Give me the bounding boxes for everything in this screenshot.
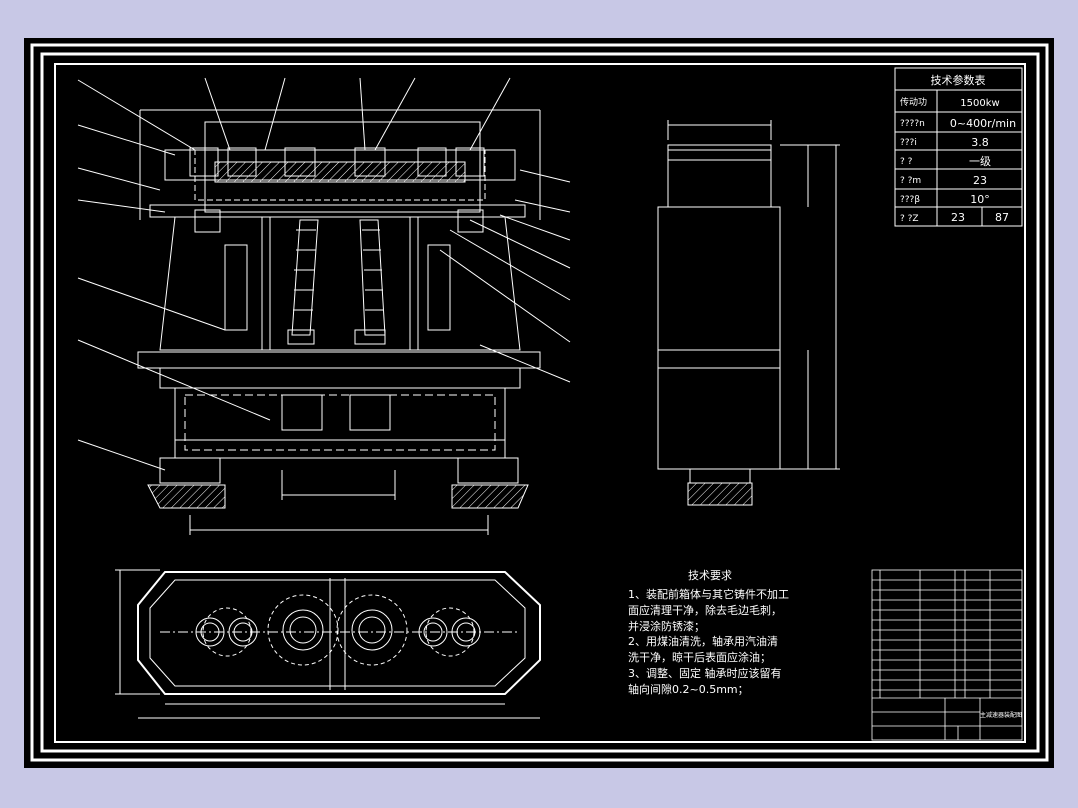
param-label: ? ?Z: [900, 214, 919, 224]
param-value: 23: [951, 211, 965, 224]
inner-frame: [54, 63, 1026, 743]
drawing-name: 主减速器装配图: [980, 711, 1022, 719]
top-view: [115, 569, 541, 719]
param-value: 1500kw: [960, 98, 999, 109]
requirement-line: 3、调整、固定 轴承时应该留有: [628, 666, 782, 680]
tech-params-table: 技术参数表 传动功 1500kw ????n 0~400r/min ???i 3…: [894, 67, 1023, 227]
param-value: 10°: [970, 193, 990, 206]
param-value: 一级: [969, 155, 991, 168]
param-value: 3.8: [971, 136, 989, 149]
requirement-line: 洗干净，晾干后表面应涂油；: [628, 650, 771, 664]
param-label: ? ?: [900, 157, 913, 167]
param-label: ???β: [900, 195, 920, 205]
param-label: ????n: [900, 119, 925, 129]
requirement-line: 1、装配前箱体与其它铸件不加工: [628, 587, 789, 601]
requirement-line: 并浸涂防锈漆；: [628, 619, 705, 633]
param-value: 23: [973, 174, 987, 187]
requirement-line: 轴向间隙0.2~0.5mm；: [628, 682, 749, 696]
outer-frame: [30, 43, 1049, 762]
requirement-line: 2、用煤油清洗，轴承用汽油清: [628, 634, 778, 648]
side-view: [657, 120, 840, 506]
param-label: 传动功: [900, 96, 927, 108]
requirements-title: 技术要求: [688, 569, 732, 582]
parts-list: [871, 569, 1023, 741]
param-label: ? ?m: [900, 176, 921, 186]
tech-requirements: 技术要求 1、装配前箱体与其它铸件不加工 面应清理干净，除去毛边毛刺， 并浸涂防…: [628, 569, 789, 696]
housing-flange: [149, 204, 526, 218]
front-view: [77, 77, 571, 535]
param-value-2: 87: [995, 211, 1009, 224]
param-label: ???i: [900, 138, 917, 148]
requirement-line: 面应清理干净，除去毛边毛刺，: [628, 603, 782, 617]
middle-frame: [40, 52, 1040, 753]
param-value: 0~400r/min: [950, 117, 1016, 130]
params-title: 技术参数表: [931, 73, 986, 87]
